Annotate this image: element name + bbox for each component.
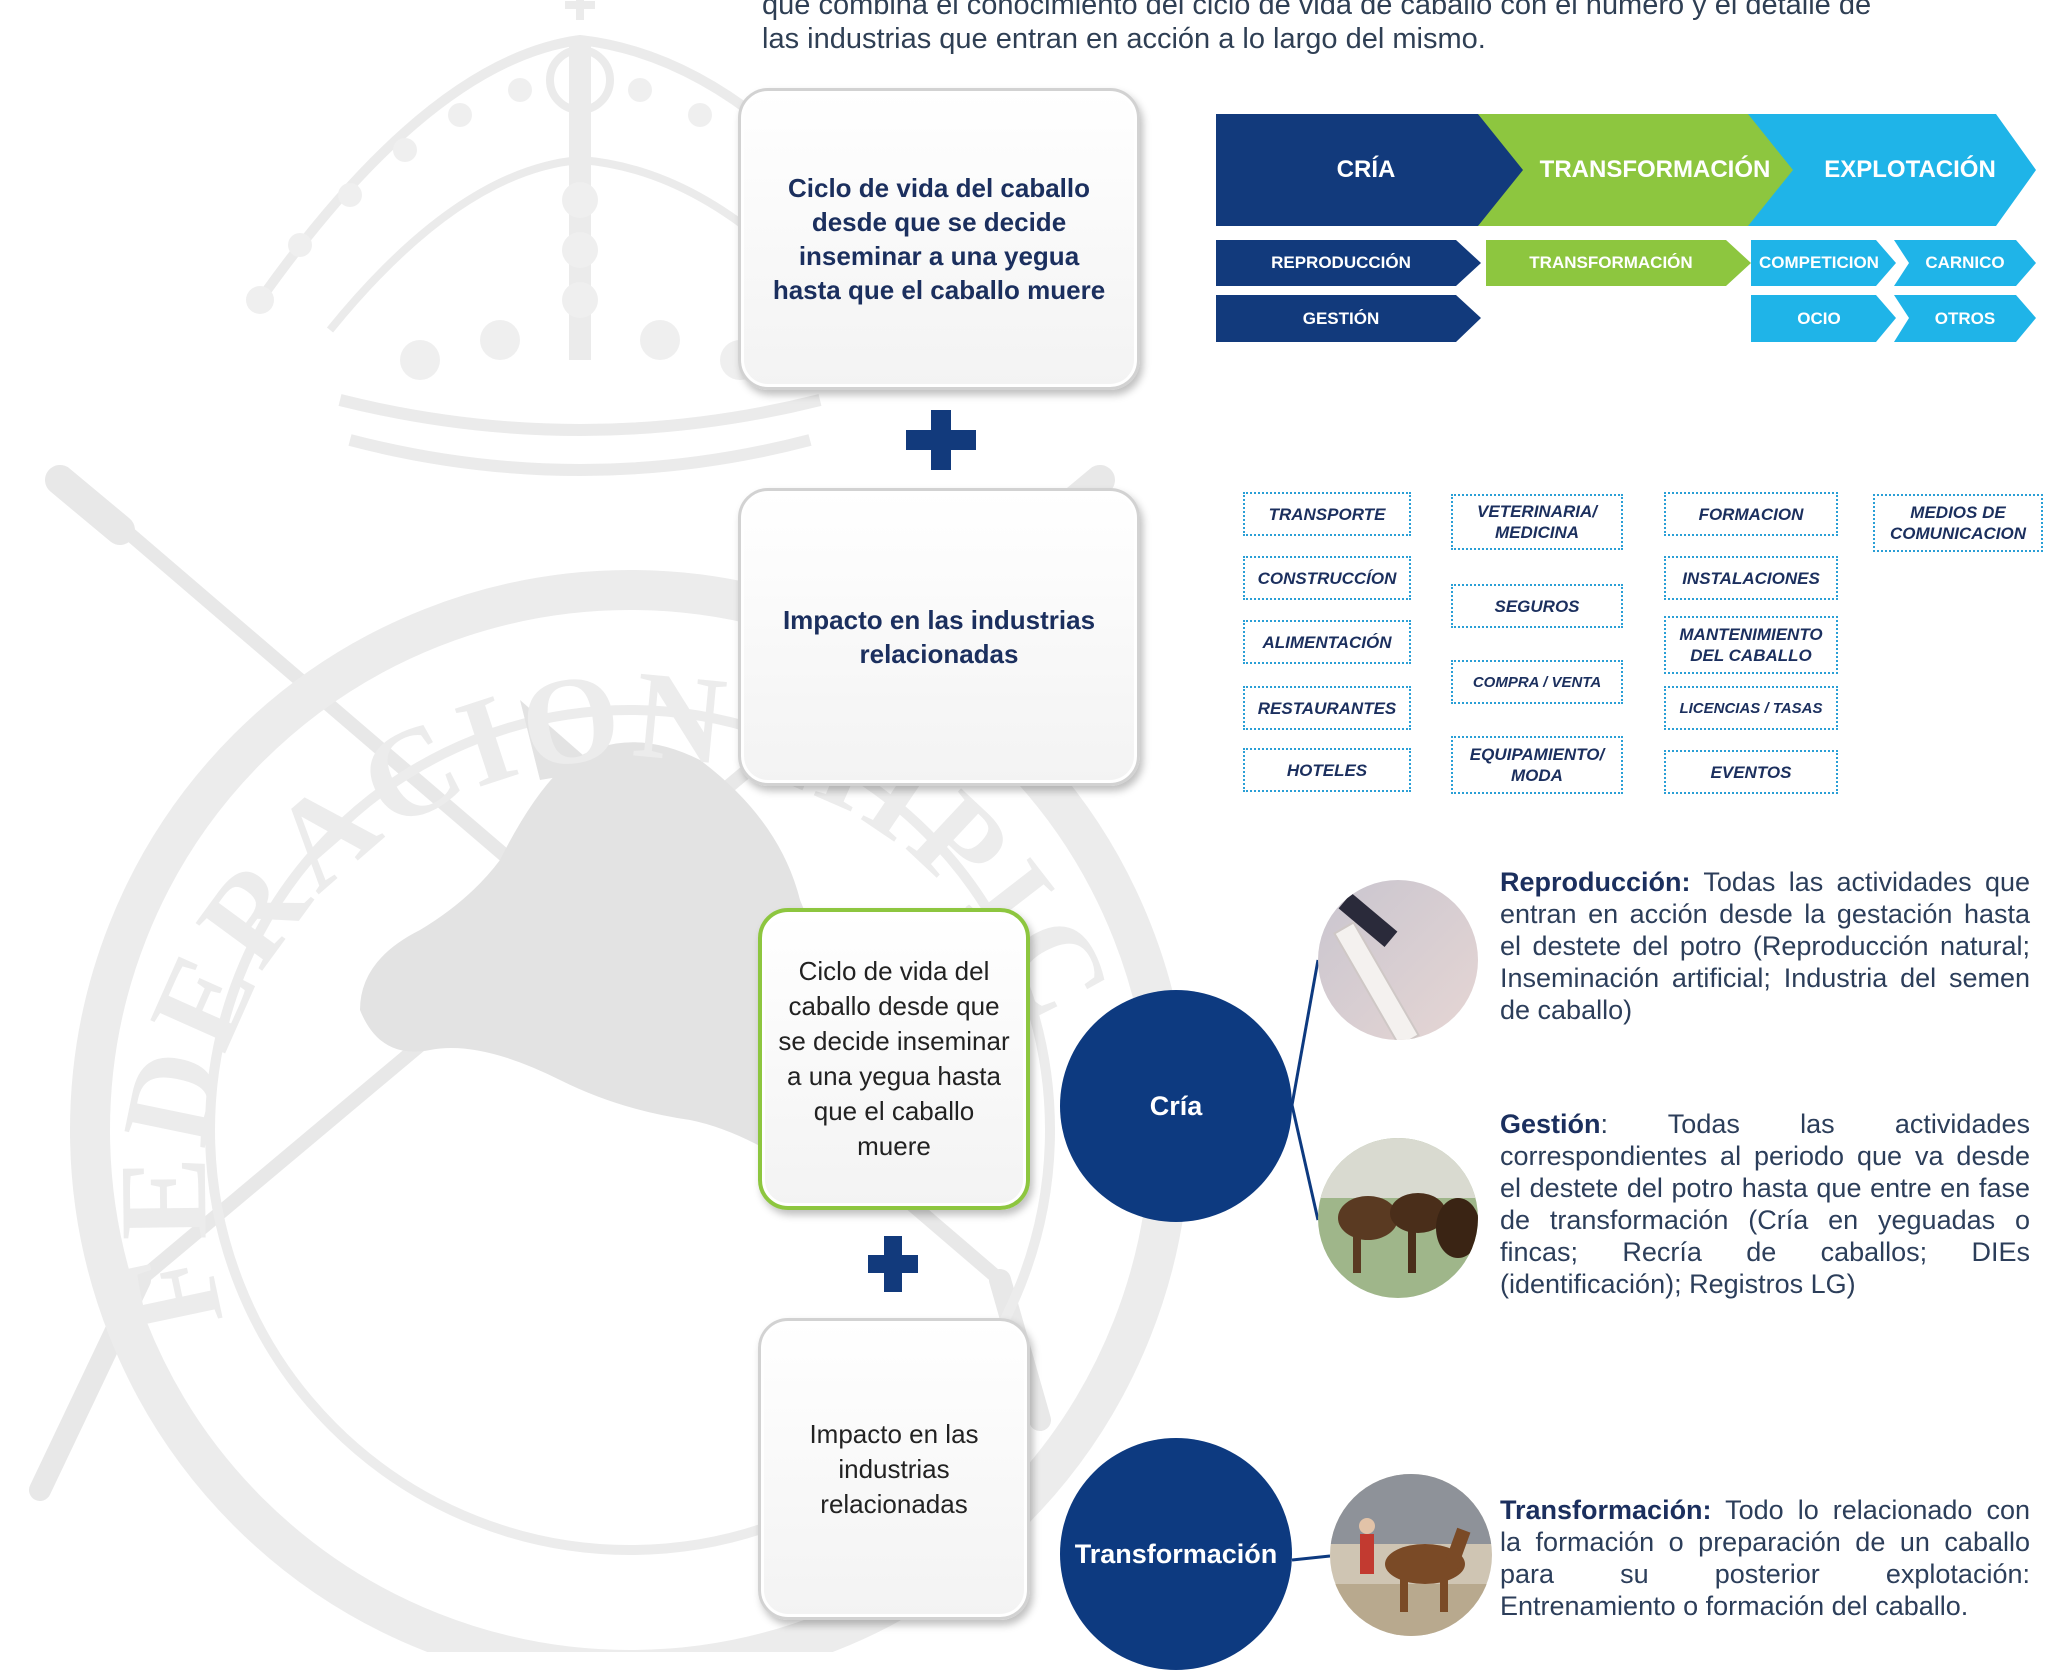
industry-tag: VETERINARIA/ MEDICINA [1451,494,1623,550]
industry-tag: INSTALACIONES [1664,556,1838,600]
desc-gestion-text: : Todas las actividades correspondientes… [1500,1109,2030,1299]
industry-tag: EVENTOS [1664,750,1838,794]
industry-tag: MANTENIMIENTO DEL CABALLO [1664,616,1838,674]
industry-tag: LICENCIAS / TASAS [1664,686,1838,730]
impact-box-detail: Impacto en las industrias relacionadas [758,1318,1030,1620]
industry-tag: RESTAURANTES [1243,686,1411,730]
intro-line-2: las industrias que entran en acción a lo… [762,23,1486,55]
industry-tag: COMPRA / VENTA [1451,660,1623,704]
lifecycle-box-detail: Ciclo de vida del caballo desde que se d… [758,908,1030,1210]
desc-reproduccion: Reproducción: Todas las actividades que … [1500,866,2030,1026]
subphase-competicion: COMPETICION [1759,253,1879,272]
phase-cria-label: CRÍA [1336,156,1396,183]
impact-box: Impacto en las industrias relacionadas [738,488,1140,786]
desc-transformacion-text: Todo lo relacionado con la formación o p… [1500,1495,2030,1621]
industry-tag: TRANSPORTE [1243,492,1411,536]
industry-tag: ALIMENTACIÓN [1243,620,1411,664]
transformacion-circle: Transformación [1060,1438,1292,1670]
industry-tag: EQUIPAMIENTO/ MODA [1451,736,1623,794]
horse-training-photo [1330,1474,1492,1636]
cria-circle: Cría [1060,990,1292,1222]
phase-transformacion-shape [1478,114,1796,226]
desc-transformacion: Transformación: Todo lo relacionado con … [1500,1494,2030,1622]
subphase-otros: OTROS [1934,308,1996,328]
subphase-carnico: CARNICO [1925,253,2005,272]
lifecycle-box-detail-text: Ciclo de vida del caballo desde que se d… [778,956,1010,1161]
desc-transformacion-term: Transformación: [1500,1495,1712,1525]
subphase-ocio: OCIO [1797,308,1841,328]
industry-tag: SEGUROS [1451,584,1623,628]
phase-cria-shape [1216,114,1526,226]
industry-tag: MEDIOS DE COMUNICACION [1873,494,2043,552]
phase-chevrons [1216,114,2036,226]
desc-gestion-term: Gestión [1500,1109,1601,1139]
impact-box-detail-text: Impacto en las industrias relacionadas [809,1418,979,1519]
subphase-reproduccion: REPRODUCCIÓN [1271,253,1411,272]
phase-explotacion-shape [1748,114,2036,226]
industry-tag: FORMACION [1664,492,1838,536]
plus-icon-small [868,1236,918,1292]
lifecycle-box-text: Ciclo de vida del caballo desde que se d… [772,173,1106,305]
horses-field-photo [1318,1138,1478,1298]
subphase-transformacion: TRANSFORMACIÓN [1529,253,1693,272]
intro-text: que combina el conocimiento del ciclo de… [762,0,2022,56]
intro-line-1: que combina el conocimiento del ciclo de… [762,0,1872,21]
desc-reproduccion-term: Reproducción: [1500,867,1691,897]
phase-explotacion-label: EXPLOTACIÓN [1824,156,1996,183]
subphase-gestion: GESTIÓN [1302,308,1380,328]
semen-sample-photo [1318,880,1478,1040]
impact-box-text: Impacto en las industrias relacionadas [782,605,1096,669]
plus-icon [906,410,976,470]
industry-tag: CONSTRUCCÍON [1243,556,1411,600]
desc-reproduccion-text: Todas las actividades que entran en acci… [1500,867,2030,1025]
phase-transformacion-label: TRANSFORMACIÓN [1539,156,1771,183]
industry-tag: HOTELES [1243,748,1411,792]
desc-gestion: Gestión: Todas las actividades correspon… [1500,1108,2030,1300]
lifecycle-box: Ciclo de vida del caballo desde que se d… [738,88,1140,390]
subphase-chevrons [1216,240,2036,342]
